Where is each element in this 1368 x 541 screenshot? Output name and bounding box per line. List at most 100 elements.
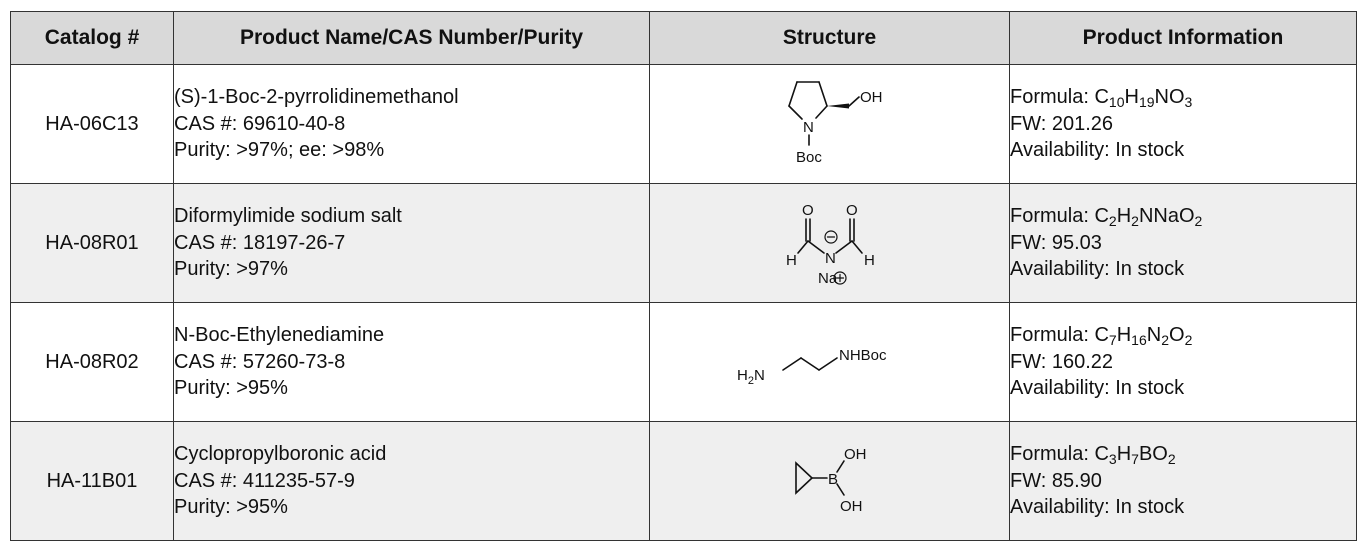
structure-cell: OH N Boc (649, 64, 1010, 184)
product-catalog-table: Catalog # Product Name/CAS Number/Purity… (10, 11, 1357, 541)
formula-label: Formula: (1010, 324, 1095, 347)
header-catalog: Catalog # (10, 11, 174, 65)
purity: Purity: >95% (174, 496, 288, 519)
formula-element: H (1116, 324, 1132, 347)
structure-n-label: N (803, 119, 814, 136)
formula-value: C3H7BO2 (1094, 443, 1176, 468)
formula-subscript: 16 (1131, 332, 1147, 349)
purity: Purity: >95% (174, 377, 288, 400)
formula: Formula: C2H2NNaO2 (1010, 203, 1356, 230)
formula-value: C2H2NNaO2 (1094, 205, 1202, 230)
structure-h-label: H (864, 252, 875, 269)
formula-subscript: 3 (1108, 451, 1117, 468)
cas-number: CAS #: 57260-73-8 (174, 350, 346, 373)
formula: Formula: C7H16N2O2 (1010, 322, 1356, 349)
structure-cell: O O H H N Na (649, 183, 1010, 303)
structure-n-label: N (753, 367, 764, 384)
header-product: Product Name/CAS Number/Purity (173, 11, 650, 65)
product-description: (S)-1-Boc-2-pyrrolidinemethanol CAS #: 6… (173, 64, 650, 184)
structure-na-label: Na (818, 270, 838, 287)
fw-value: 85.90 (1051, 469, 1102, 492)
formula-subscript: 2 (1161, 332, 1169, 349)
formula-element: H (1124, 86, 1139, 109)
formula-weight: FW: 85.90 (1010, 468, 1356, 495)
structure-o-label: O (846, 202, 858, 219)
formula-subscript: 2 (1108, 213, 1117, 230)
product-information: Formula: C10H19NO3 FW: 201.26 Availabili… (1009, 64, 1357, 184)
catalog-number: HA-08R01 (10, 183, 174, 303)
formula-subscript: 3 (1184, 94, 1193, 111)
table-header-row: Catalog # Product Name/CAS Number/Purity… (10, 11, 1357, 65)
availability-label: Availability: (1010, 139, 1116, 162)
formula-subscript: 10 (1108, 94, 1125, 111)
structure-cell: H2N NHBoc (649, 302, 1010, 422)
formula-element: C (1094, 324, 1109, 347)
fw-value: 160.22 (1051, 350, 1114, 373)
structure-h-subscript: 2 (747, 375, 753, 387)
purity: Purity: >97% (174, 258, 288, 281)
structure-nhboc-label: NHBoc (839, 347, 887, 364)
product-description: Cyclopropylboronic acid CAS #: 411235-57… (173, 421, 650, 541)
structure-h-label: H (737, 367, 748, 384)
catalog-number: HA-06C13 (10, 64, 174, 184)
table-row: HA-06C13 (S)-1-Boc-2-pyrrolidinemethanol… (10, 64, 1357, 184)
formula-subscript: 19 (1138, 94, 1155, 111)
fw-label: FW: (1010, 231, 1052, 254)
purity: Purity: >97%; ee: >98% (174, 139, 385, 162)
availability-value: In stock (1115, 377, 1185, 400)
structure-o-label: O (802, 202, 814, 219)
product-information: Formula: C3H7BO2 FW: 85.90 Availability:… (1009, 421, 1357, 541)
formula-subscript: 2 (1131, 213, 1139, 230)
product-name: Cyclopropylboronic acid (174, 443, 387, 466)
formula-subscript: 2 (1184, 332, 1193, 349)
structure-oh-label: OH (844, 446, 867, 463)
availability: Availability: In stock (1010, 256, 1356, 283)
structure-cell: B OH OH (649, 421, 1010, 541)
product-name: Diformylimide sodium salt (174, 205, 402, 228)
availability-value: In stock (1115, 139, 1185, 162)
formula-subscript: 2 (1167, 451, 1176, 468)
structure-oh-label: OH (860, 89, 883, 106)
fw-value: 95.03 (1051, 231, 1102, 254)
availability: Availability: In stock (1010, 375, 1356, 402)
formula-label: Formula: (1010, 86, 1095, 109)
fw-label: FW: (1010, 350, 1052, 373)
availability: Availability: In stock (1010, 137, 1356, 164)
formula-label: Formula: (1010, 205, 1095, 228)
structure-boc-ethylenediamine: H2N NHBoc (737, 347, 887, 387)
availability-label: Availability: (1010, 496, 1116, 519)
structure-n-label: N (825, 250, 836, 267)
cas-number: CAS #: 18197-26-7 (174, 231, 346, 254)
product-description: N-Boc-Ethylenediamine CAS #: 57260-73-8 … (173, 302, 650, 422)
structure-h2n-label: H2N (737, 367, 765, 387)
table-row: HA-08R02 N-Boc-Ethylenediamine CAS #: 57… (10, 302, 1357, 422)
formula-label: Formula: (1010, 443, 1095, 466)
product-description: Diformylimide sodium salt CAS #: 18197-2… (173, 183, 650, 303)
availability-label: Availability: (1010, 377, 1116, 400)
structure-boc-pyrrolidinemethanol: OH N Boc (787, 81, 883, 166)
product-information: Formula: C2H2NNaO2 FW: 95.03 Availabilit… (1009, 183, 1357, 303)
availability-value: In stock (1115, 496, 1185, 519)
formula-element: C (1094, 443, 1109, 466)
formula-element: C (1094, 86, 1109, 109)
formula-element: H (1116, 205, 1132, 228)
catalog-number: HA-11B01 (10, 421, 174, 541)
formula: Formula: C3H7BO2 (1010, 441, 1356, 468)
formula: Formula: C10H19NO3 (1010, 84, 1356, 111)
formula-weight: FW: 201.26 (1010, 111, 1356, 138)
structure-b-label: B (828, 471, 838, 488)
fw-label: FW: (1010, 469, 1052, 492)
formula-subscript: 7 (1108, 332, 1117, 349)
formula-element: O (1169, 324, 1185, 347)
header-info: Product Information (1009, 11, 1357, 65)
formula-value: C7H16N2O2 (1094, 324, 1193, 349)
fw-value: 201.26 (1051, 112, 1114, 135)
cas-number: CAS #: 69610-40-8 (174, 112, 346, 135)
formula-element: H (1116, 443, 1132, 466)
product-name: (S)-1-Boc-2-pyrrolidinemethanol (174, 86, 459, 109)
fw-label: FW: (1010, 112, 1052, 135)
formula-weight: FW: 160.22 (1010, 349, 1356, 376)
table-row: HA-08R01 Diformylimide sodium salt CAS #… (10, 183, 1357, 303)
product-name: N-Boc-Ethylenediamine (174, 324, 385, 347)
formula-weight: FW: 95.03 (1010, 230, 1356, 257)
